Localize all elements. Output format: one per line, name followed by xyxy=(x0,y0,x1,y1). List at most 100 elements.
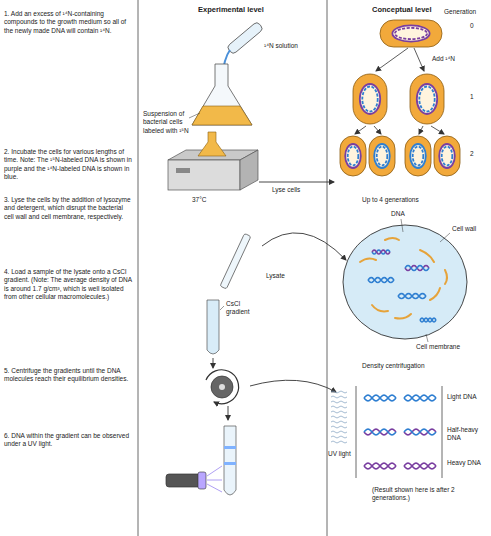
bacterial-cell xyxy=(417,84,437,114)
bacterial-cell xyxy=(405,136,431,176)
pipette xyxy=(220,233,251,289)
division-arrow xyxy=(419,126,423,134)
cell-fragments xyxy=(395,314,411,319)
column-header: Experimental level xyxy=(198,5,288,15)
bacterial-cell xyxy=(348,147,359,166)
centrifuge xyxy=(219,384,225,390)
dna-fragment xyxy=(368,278,394,283)
bacterial-cell xyxy=(353,74,387,124)
axis-title: Generation xyxy=(444,8,488,16)
generation-number: 2 xyxy=(470,150,480,158)
dna-band xyxy=(364,429,396,435)
density-result xyxy=(356,386,357,478)
dna-band xyxy=(364,463,396,469)
dna-fragment xyxy=(420,318,436,322)
cscl-tube xyxy=(220,306,224,310)
dna-band xyxy=(404,395,436,401)
step-text: 3. Lyse the cells by the addition of lys… xyxy=(4,196,132,221)
bacterial-cell xyxy=(345,144,361,168)
dna-band xyxy=(404,429,436,435)
uv-tube xyxy=(224,426,236,495)
arrow-label: Lyse cells xyxy=(272,186,302,194)
bacterial-cell xyxy=(369,136,395,176)
callout-label: Suspension of bacterial cells labeled wi… xyxy=(143,110,189,135)
step-text: 2. Incubate the cells for various length… xyxy=(4,148,132,181)
generation-number: 1 xyxy=(470,93,480,101)
callout-label: DNA xyxy=(391,210,415,218)
leader-line xyxy=(401,219,450,342)
uv-glow xyxy=(331,406,347,408)
bacterial-cell xyxy=(413,147,424,166)
uv-lamp xyxy=(166,466,222,492)
shaker-incubator xyxy=(198,132,226,156)
cell-fragments xyxy=(360,238,447,319)
cell-fragments xyxy=(360,258,376,262)
dna-fragment xyxy=(372,250,390,254)
step-text: 5. Centrifuge the gradients until the DN… xyxy=(4,367,132,384)
cscl-tube xyxy=(207,300,224,368)
cell-fragments xyxy=(385,238,399,240)
lyse-arrow xyxy=(259,182,334,183)
generation-number: 0 xyxy=(470,22,480,30)
callout-label: Cell membrane xyxy=(416,343,476,351)
pouring-tube xyxy=(226,21,263,54)
band-label: Half-heavy DNA xyxy=(447,426,487,443)
bacterial-cell xyxy=(439,144,455,168)
centrifuge xyxy=(211,376,233,398)
density-result xyxy=(442,386,443,478)
temperature-label: 37°C xyxy=(192,196,222,204)
centrifuge xyxy=(206,370,336,420)
uv-tube xyxy=(224,462,236,465)
dna-fragment xyxy=(398,294,426,299)
dna-band xyxy=(364,395,396,401)
bacterial-cell xyxy=(392,25,429,41)
bacterial-cell xyxy=(380,20,442,47)
uv-lamp xyxy=(166,474,202,487)
pipette xyxy=(262,233,346,260)
flask xyxy=(189,64,252,125)
division-arrow xyxy=(374,126,381,134)
dna-fragment xyxy=(368,278,394,283)
uv-glow xyxy=(331,441,347,443)
cell-fragments xyxy=(420,250,434,262)
bacterial-cell xyxy=(374,144,390,168)
bacterial-cell xyxy=(340,20,460,176)
dna-fragment xyxy=(405,266,429,271)
callout-label: ¹⁴N solution xyxy=(264,42,298,50)
shaker-incubator xyxy=(168,132,258,190)
dna-fragment xyxy=(372,250,390,254)
division-arrow xyxy=(431,126,444,134)
step-text: 1. Add an excess of ¹⁴N-containing compo… xyxy=(4,10,132,35)
callout-label: Cell wall xyxy=(452,225,488,233)
column-divider xyxy=(138,0,327,536)
dna-band xyxy=(404,429,436,435)
dna-band xyxy=(404,395,436,401)
dna-band xyxy=(364,429,396,435)
bacterial-cell xyxy=(442,147,453,166)
bacterial-cell xyxy=(360,84,380,114)
dna-fragment xyxy=(398,294,426,299)
dna-band xyxy=(364,395,396,401)
dna-band xyxy=(364,429,396,435)
leader-line xyxy=(401,219,403,232)
column-divider xyxy=(138,0,139,536)
shaker-incubator xyxy=(168,160,240,190)
callout-label: CsCl gradient xyxy=(226,300,260,317)
bacterial-cell xyxy=(395,28,427,39)
uv-lamp xyxy=(207,466,222,492)
uv-glow xyxy=(331,416,347,418)
uv-glow xyxy=(331,411,347,413)
dna-band xyxy=(404,429,436,435)
dna-fragment xyxy=(368,278,394,283)
uv-glow xyxy=(331,391,347,393)
bacterial-cell xyxy=(340,136,366,176)
bacterial-cell xyxy=(410,144,426,168)
note-label: Density centrifugation xyxy=(362,362,452,370)
centrifuge xyxy=(228,406,229,420)
callout-label: UV light xyxy=(328,450,354,458)
dna-fragment xyxy=(405,266,429,271)
uv-glow xyxy=(331,426,347,428)
uv-glow xyxy=(331,401,347,403)
dna-band xyxy=(364,463,396,469)
result-note: (Result shown here is after 2 generation… xyxy=(372,486,484,503)
